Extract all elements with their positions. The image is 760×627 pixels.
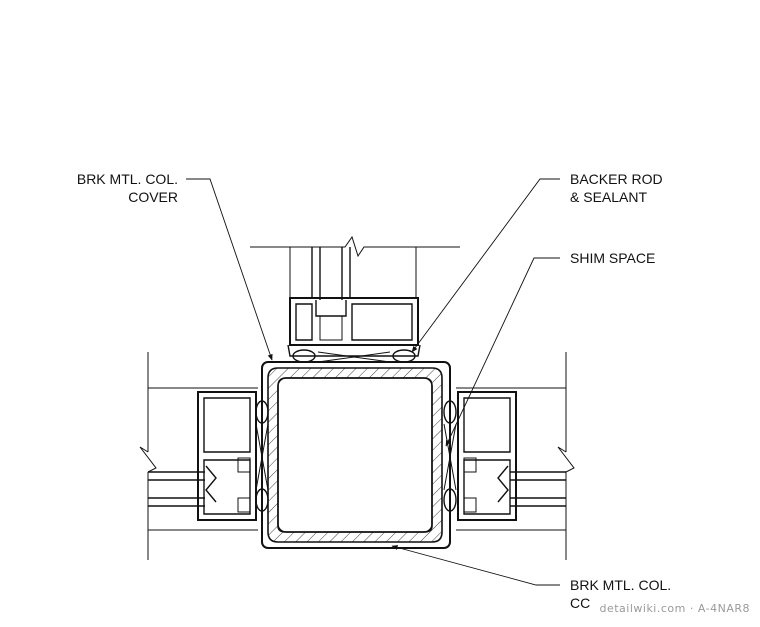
callout-col-cover-bottom-line1: BRK MTL. COL. xyxy=(570,577,671,593)
steel-column xyxy=(261,361,451,549)
callout-shim-space: SHIM SPACE xyxy=(570,250,655,266)
top-mullion xyxy=(250,235,460,363)
watermark: detailwiki.com · A-4NAR8 xyxy=(599,602,750,615)
callout-backer-rod-line1: BACKER ROD xyxy=(570,171,663,187)
leader-backer-rod xyxy=(411,178,560,353)
leader-col-cover-top xyxy=(186,178,273,361)
right-framing xyxy=(443,352,575,560)
leaders xyxy=(186,178,560,586)
left-framing xyxy=(139,352,269,560)
callout-backer-rod-line2: & SEALANT xyxy=(570,189,647,205)
leader-shim-space xyxy=(445,257,560,447)
callout-col-cover-top-line1: BRK MTL. COL. xyxy=(77,171,178,187)
callout-col-cover-bottom-line2: CC xyxy=(570,595,590,611)
leader-col-cover-bottom xyxy=(391,545,560,586)
top-break-line xyxy=(250,235,460,258)
callout-col-cover-top-line2: COVER xyxy=(128,189,178,205)
